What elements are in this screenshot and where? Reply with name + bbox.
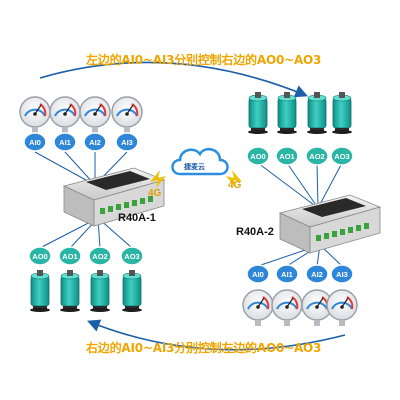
pressure-gauge-icon bbox=[271, 289, 303, 326]
channel-badge: AI1 bbox=[53, 132, 77, 152]
water-pump-icon bbox=[60, 270, 80, 312]
wire-layer bbox=[34, 151, 343, 267]
channel-badge: AI1 bbox=[275, 264, 299, 284]
controller-box-icon bbox=[278, 194, 382, 254]
channel-label: AI3 bbox=[336, 270, 348, 279]
channel-label: AO3 bbox=[334, 152, 349, 161]
channel-label: AI3 bbox=[121, 138, 133, 147]
channel-badge: AO2 bbox=[88, 246, 112, 266]
lightning-icon bbox=[150, 170, 166, 188]
signal-label-left: 4G bbox=[148, 188, 162, 199]
channel-badge: AO1 bbox=[58, 246, 82, 266]
channel-label: AI1 bbox=[59, 138, 71, 147]
pressure-gauge-icon bbox=[49, 96, 81, 133]
channel-badge: AI2 bbox=[83, 132, 107, 152]
signal-label-right: 4G bbox=[228, 180, 242, 191]
water-pump-icon bbox=[90, 270, 110, 312]
water-pump-icon bbox=[122, 270, 142, 312]
right-ao-badges: AO0 AO1 AO2 AO3 bbox=[246, 146, 354, 166]
left-gauge-row bbox=[19, 96, 143, 133]
water-pump-icon bbox=[248, 92, 268, 134]
channel-badge: AO3 bbox=[330, 146, 354, 166]
pressure-gauge-icon bbox=[326, 289, 358, 326]
cloud-label: 捷麦云 bbox=[184, 163, 205, 171]
channel-label: AO0 bbox=[250, 152, 265, 161]
channel-label: AI0 bbox=[252, 270, 264, 279]
channel-label: AO1 bbox=[279, 152, 294, 161]
channel-badge: AO3 bbox=[120, 246, 144, 266]
channel-badge: AO2 bbox=[305, 146, 329, 166]
water-pump-icon bbox=[307, 92, 327, 134]
lightning-icon bbox=[226, 170, 242, 188]
channel-label: AI1 bbox=[281, 270, 293, 279]
channel-badge: AI2 bbox=[305, 264, 329, 284]
right-gauge-row bbox=[242, 289, 358, 326]
left-pump-row bbox=[30, 270, 142, 312]
top-caption: 左边的AI0~AI3分别控制右边的AO0~AO3 bbox=[86, 53, 322, 67]
channel-badge: AI3 bbox=[330, 264, 354, 284]
pressure-gauge-icon bbox=[19, 96, 51, 133]
channel-badge: AI0 bbox=[23, 132, 47, 152]
water-pump-icon bbox=[332, 92, 352, 134]
right-ai-badges: AI0 AI1 AI2 AI3 bbox=[246, 264, 354, 284]
water-pump-icon bbox=[30, 270, 50, 312]
channel-label: AI2 bbox=[311, 270, 323, 279]
channel-label: AO2 bbox=[92, 252, 107, 261]
channel-label: AO0 bbox=[32, 252, 47, 261]
channel-badge: AO0 bbox=[246, 146, 270, 166]
right-pump-row bbox=[248, 92, 352, 134]
controller-box-icon bbox=[62, 167, 166, 227]
channel-label: AO1 bbox=[62, 252, 77, 261]
bottom-flow-arrow bbox=[87, 319, 346, 351]
pressure-gauge-icon bbox=[242, 289, 274, 326]
channel-badge: AI3 bbox=[115, 132, 139, 152]
channel-label: AO3 bbox=[124, 252, 139, 261]
channel-label: AI2 bbox=[89, 138, 101, 147]
channel-label: AO2 bbox=[309, 152, 324, 161]
cloud-icon bbox=[171, 147, 229, 176]
top-flow-arrow bbox=[39, 61, 308, 98]
device-label-left: R40A-1 bbox=[118, 212, 156, 224]
channel-badge: AI0 bbox=[246, 264, 270, 284]
left-ao-badges: AO0 AO1 AO2 AO3 bbox=[28, 246, 144, 266]
bottom-caption: 右边的AI0~AI3分别控制左边的AO0~AO3 bbox=[86, 341, 322, 355]
device-label-right: R40A-2 bbox=[236, 226, 274, 238]
channel-badge: AO1 bbox=[275, 146, 299, 166]
water-pump-icon bbox=[277, 92, 297, 134]
channel-badge: AO0 bbox=[28, 246, 52, 266]
pressure-gauge-icon bbox=[111, 96, 143, 133]
channel-label: AI0 bbox=[29, 138, 41, 147]
left-ai-badges: AI0 AI1 AI2 AI3 bbox=[23, 132, 139, 152]
pressure-gauge-icon bbox=[79, 96, 111, 133]
